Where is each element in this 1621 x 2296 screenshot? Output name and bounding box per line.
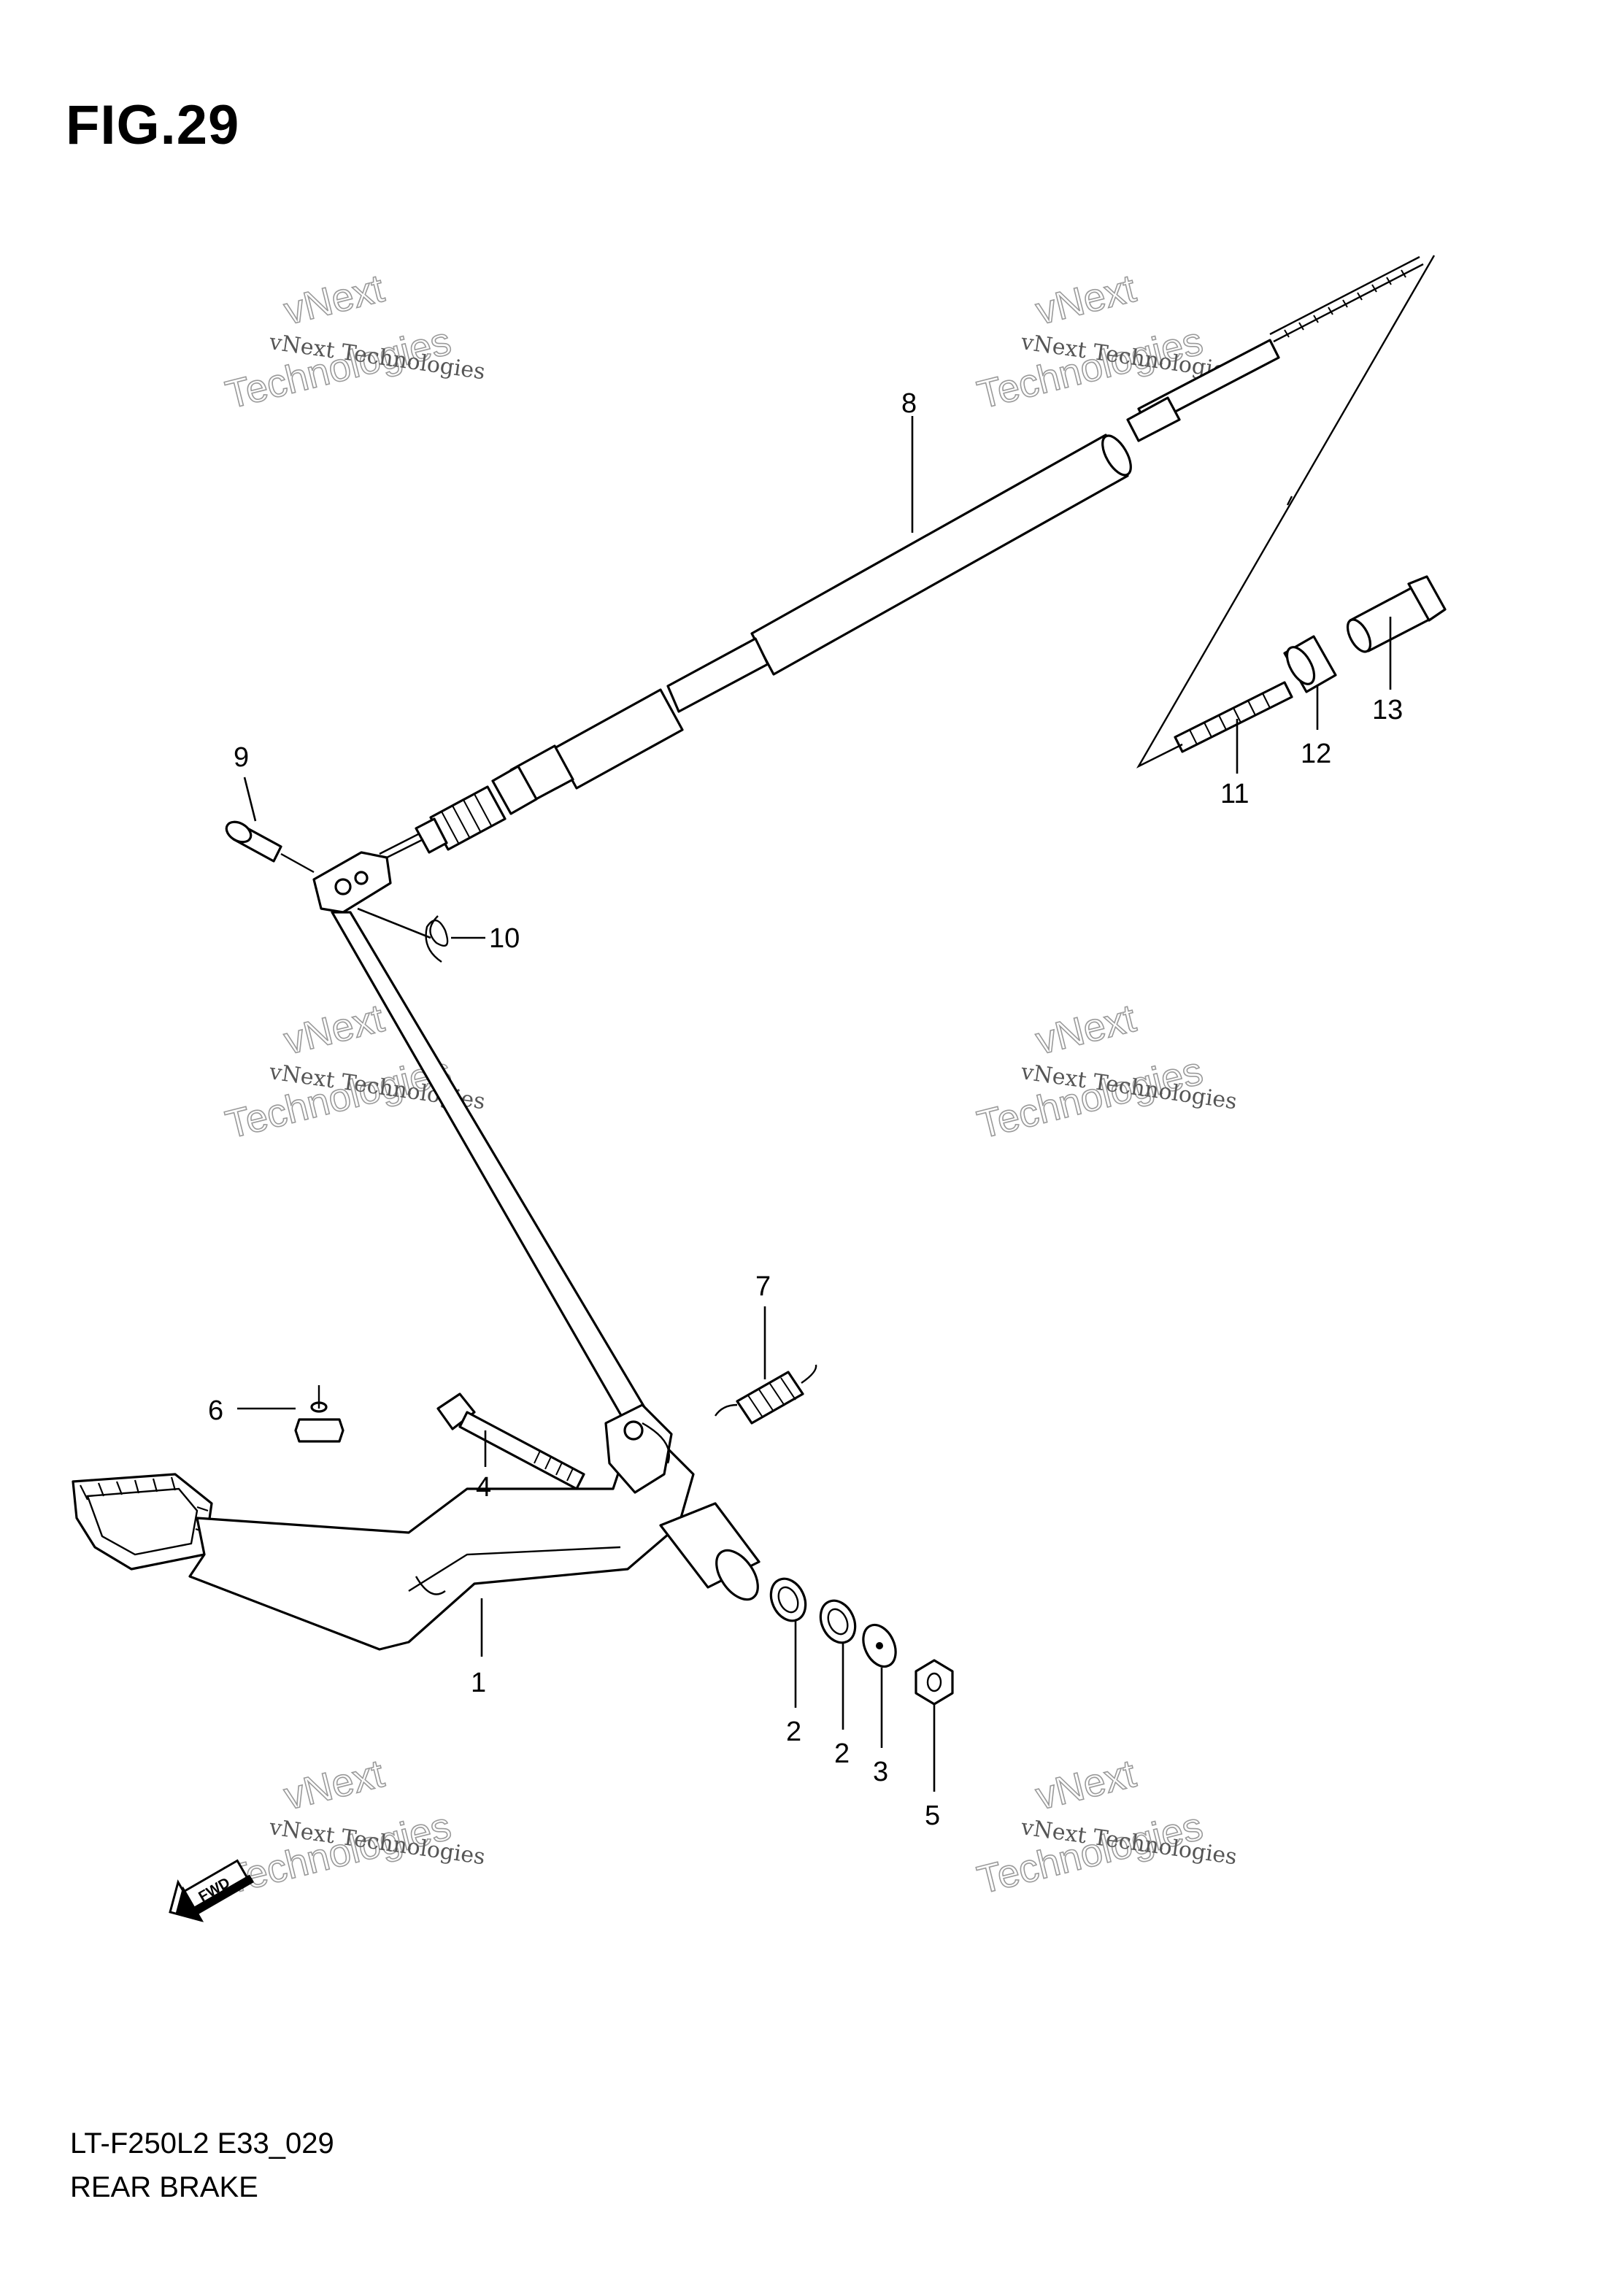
pin-13 — [1346, 575, 1447, 653]
nut — [915, 1659, 954, 1706]
brake-rod — [331, 911, 651, 1428]
callout-1: 1 — [471, 1668, 486, 1698]
cotter-pin — [425, 915, 449, 963]
figure-title: FIG.29 — [66, 94, 240, 156]
watermark-mid-right: vNext Technologies vNext Technologies — [973, 995, 1239, 1147]
callout-12: 12 — [1301, 739, 1331, 769]
brake-cable — [312, 255, 1424, 914]
watermark-big-1: vNext — [280, 266, 388, 334]
callout-7: 7 — [755, 1271, 771, 1302]
watermark-bottom-right: vNext Technologies vNext Technologies — [973, 1751, 1239, 1903]
watermark-top-left: vNext Technologies vNext Technologies — [221, 266, 487, 417]
watermark-bottom-left: vNext Technologies vNext Technologies — [221, 1751, 487, 1903]
callout-10: 10 — [489, 923, 520, 954]
brake-pedal-lever — [72, 1403, 761, 1651]
watermark-mid-left: vNext Technologies vNext Technologies — [221, 995, 487, 1147]
watermark-big-1: vNext — [1031, 996, 1139, 1063]
callout-9: 9 — [234, 742, 249, 773]
figure-code: LT-F250L2 E33_029 — [70, 2127, 334, 2160]
spring-11 — [1174, 681, 1293, 753]
callout-2b: 2 — [834, 1738, 850, 1769]
adjuster-bumper — [294, 1385, 344, 1443]
callout-6: 6 — [208, 1395, 223, 1426]
explode-bracket — [1136, 255, 1436, 768]
return-spring — [715, 1364, 817, 1425]
callout-2a: 2 — [786, 1717, 801, 1747]
figure-name: REAR BRAKE — [70, 2171, 258, 2203]
bolt — [436, 1392, 585, 1490]
leader-lines — [237, 416, 1392, 1792]
watermark-big-1: vNext — [1031, 1752, 1139, 1819]
watermark-big-1: vNext — [1031, 266, 1139, 334]
washer-2b — [819, 1599, 857, 1644]
callout-4: 4 — [476, 1472, 491, 1503]
watermark-big-1: vNext — [280, 996, 388, 1063]
callout-5: 5 — [925, 1800, 940, 1831]
callout-13: 13 — [1372, 695, 1403, 725]
washer-2a — [769, 1577, 807, 1622]
clevis-pin — [225, 820, 315, 874]
callout-11: 11 — [1220, 779, 1249, 809]
collar-12 — [1283, 635, 1337, 693]
callout-8: 8 — [901, 388, 917, 419]
watermark-big-1: vNext — [280, 1752, 388, 1819]
callout-numbers: 8 9 10 7 6 4 1 2 2 3 5 11 12 13 — [208, 388, 1403, 1831]
callout-3: 3 — [873, 1757, 888, 1787]
